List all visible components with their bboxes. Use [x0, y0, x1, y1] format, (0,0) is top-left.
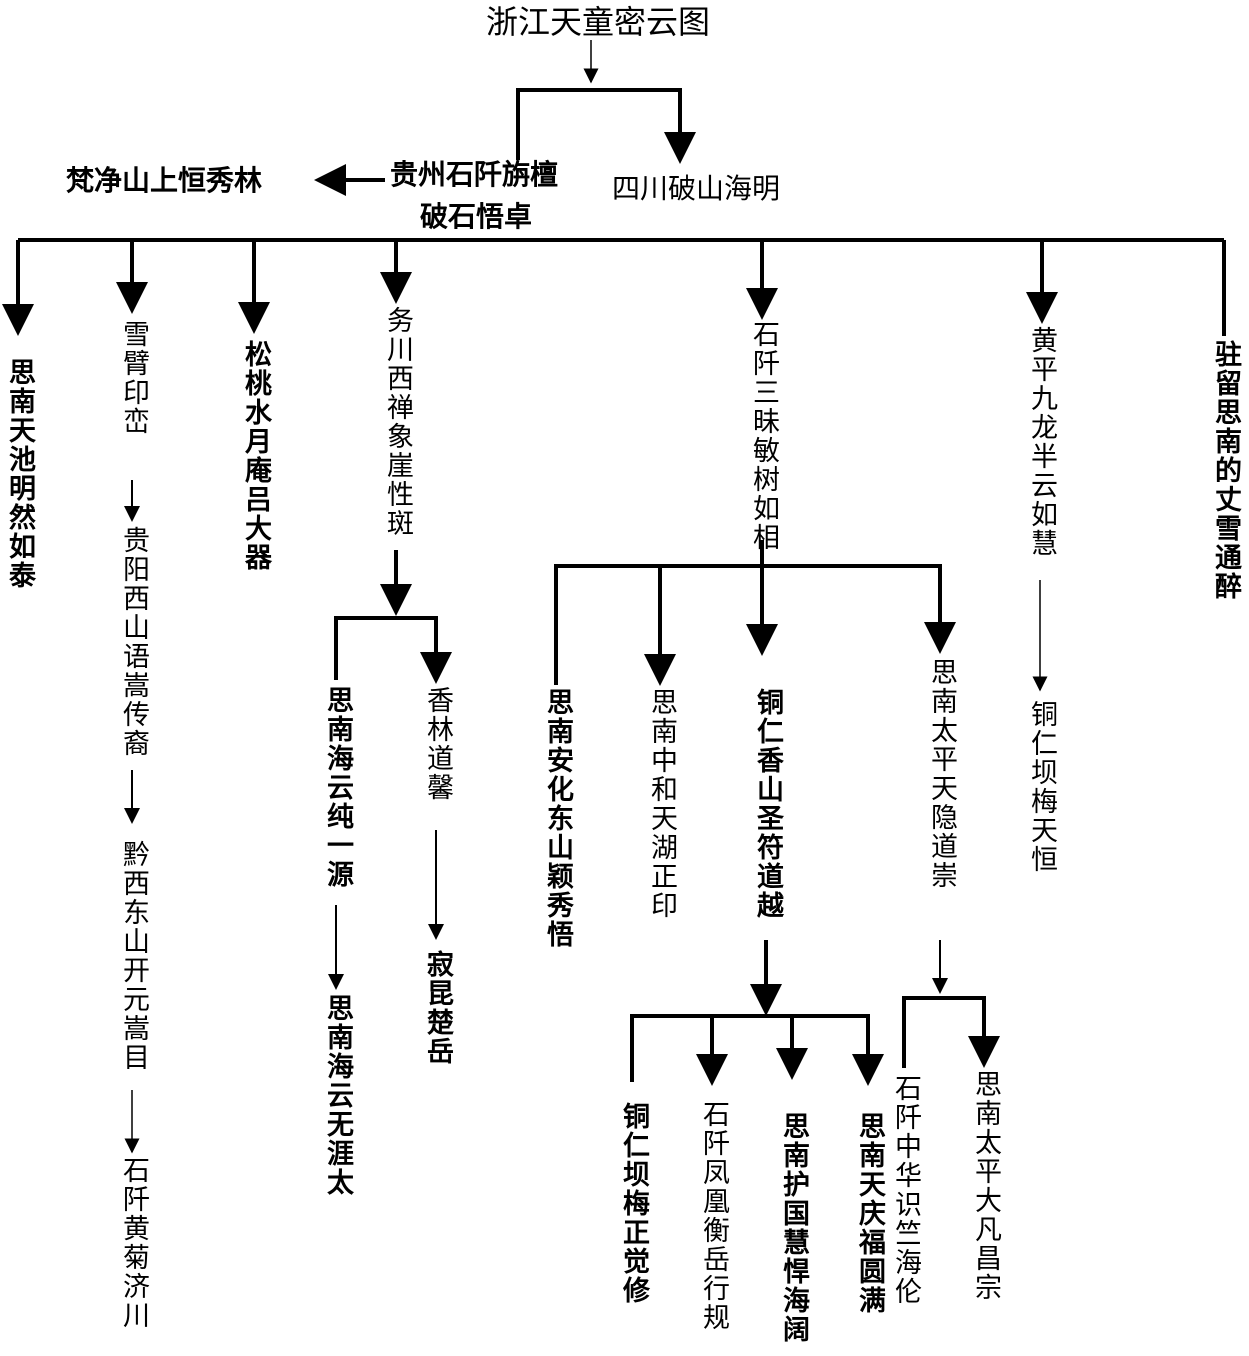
- node-anhua: 思南安化东山颖秀悟: [542, 688, 573, 949]
- node-taiping-2: 思南太平大凡昌宗: [970, 1070, 1001, 1302]
- connector-gen1: [516, 88, 696, 164]
- title: 浙江天童密云图: [486, 3, 711, 41]
- node-meizheng: 铜仁坝梅正觉修: [618, 1102, 649, 1305]
- node-sichuan: 四川破山海明: [612, 172, 781, 205]
- node-haiyun-2: 思南海云无涯太: [322, 994, 353, 1197]
- taiping-split: [902, 996, 1000, 1068]
- node-huangping: 黄平九龙半云如慧: [1026, 326, 1057, 558]
- node-wuchuan: 务川西禅象崖性斑: [382, 306, 413, 538]
- node-meitian: 铜仁坝梅天恒: [1026, 700, 1057, 874]
- node-tianqing: 思南天庆福圆满: [854, 1112, 885, 1315]
- node-huangju: 石阡黄菊济川: [118, 1156, 149, 1330]
- node-guizhou-2: 破石悟卓: [420, 200, 533, 233]
- node-guizhou: 贵州石阡旃檀: [390, 158, 559, 191]
- node-huguo: 思南护国慧悍海阔: [778, 1112, 809, 1344]
- node-zhonghua: 石阡中华识竺海伦: [890, 1074, 921, 1306]
- node-zhuliu: 驻留思南的丈雪通醉: [1210, 340, 1241, 601]
- node-tianchi: 思南天池明然如泰: [4, 358, 35, 590]
- node-qianxi: 黔西东山开元嵩目: [118, 840, 149, 1072]
- node-fenghuang: 石阡凤凰衡岳行规: [698, 1100, 729, 1332]
- node-jikun: 寂昆楚岳: [422, 950, 453, 1066]
- wuchuan-split: [334, 616, 452, 684]
- node-fanjing: 梵净山上恒秀林: [66, 164, 263, 197]
- node-xuebi: 雪臂印峦: [118, 320, 149, 436]
- node-haiyun: 思南海云纯一源: [322, 686, 353, 889]
- node-xiangshan: 铜仁香山圣符道越: [752, 688, 783, 920]
- node-guiyang: 贵阳西山语嵩传裔: [118, 526, 149, 758]
- node-xianglin: 香林道馨: [422, 686, 453, 802]
- node-sanmei: 石阡三昧敏树如相: [748, 320, 779, 552]
- node-taiping: 思南太平天隐道崇: [926, 658, 957, 890]
- node-zhonghe: 思南中和天湖正印: [646, 688, 677, 920]
- node-songtao: 松桃水月庵吕大器: [240, 340, 271, 572]
- sanmei-split: [554, 564, 956, 685]
- xiangshan-split: [630, 1014, 884, 1086]
